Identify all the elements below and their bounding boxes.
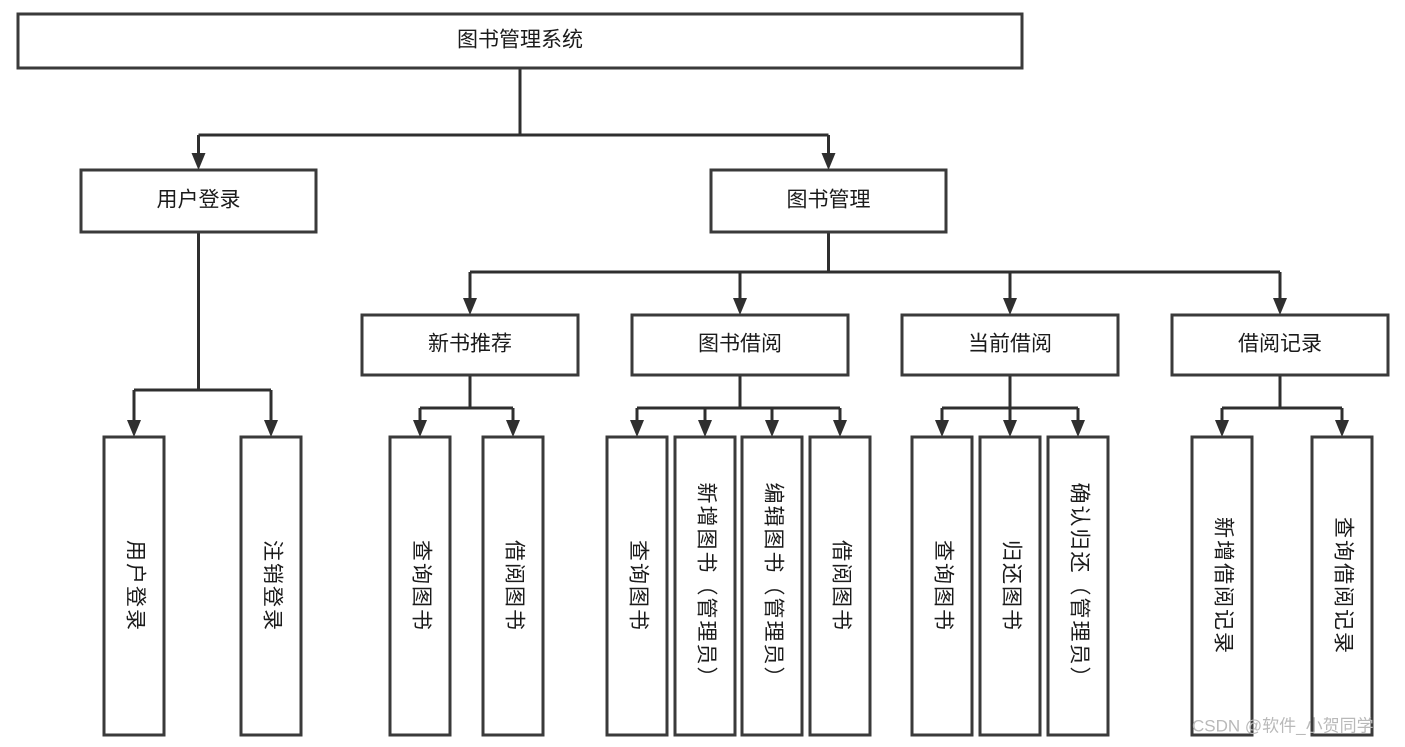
arrow-icon-current-borrow — [1003, 298, 1017, 315]
node-label-leaf-user-login: 用户登录 — [123, 540, 146, 632]
node-label-leaf-logout-login: 注销登录 — [260, 540, 283, 632]
arrow-icon-leaf-return-book — [1003, 420, 1017, 437]
node-leaf-logout-login[interactable]: 注销登录 — [239, 435, 303, 737]
csdn-watermark: CSDN @软件_小贺同学 — [1192, 716, 1374, 735]
node-box-leaf-user-login — [102, 435, 166, 737]
node-leaf-borrow-book[interactable]: 借阅图书 — [808, 435, 872, 737]
node-label-leaf-confirm-return-admin: 确认归还（管理员） — [1067, 483, 1090, 690]
node-label-new-book-recommend: 新书推荐 — [428, 333, 512, 356]
arrow-icon-leaf-add-borrow-record — [1215, 420, 1229, 437]
node-label-current-borrow: 当前借阅 — [968, 333, 1052, 356]
node-label-leaf-edit-book-admin: 编辑图书（管理员） — [761, 483, 784, 690]
node-box-leaf-edit-book-admin — [740, 435, 804, 737]
node-leaf-user-login[interactable]: 用户登录 — [102, 435, 166, 737]
node-box-leaf-borrow-book-recommend — [481, 435, 545, 737]
arrow-icon-leaf-query-book-borrow — [630, 420, 644, 437]
node-box-user-login — [79, 168, 318, 234]
node-label-book-borrow: 图书借阅 — [698, 333, 782, 356]
node-leaf-return-book[interactable]: 归还图书 — [978, 435, 1042, 737]
arrow-icon-leaf-query-book-current — [935, 420, 949, 437]
arrow-icon-leaf-user-login — [127, 420, 141, 437]
node-leaf-query-book-current[interactable]: 查询图书 — [910, 435, 974, 737]
connector-layer — [127, 68, 1349, 437]
arrow-icon-leaf-edit-book-admin — [765, 420, 779, 437]
node-box-new-book-recommend — [360, 313, 580, 377]
node-book-management[interactable]: 图书管理 — [709, 168, 948, 234]
node-leaf-query-book-borrow[interactable]: 查询图书 — [605, 435, 669, 737]
node-label-leaf-return-book: 归还图书 — [999, 540, 1022, 632]
arrow-icon-leaf-add-book-admin — [698, 420, 712, 437]
node-box-leaf-query-borrow-record — [1310, 435, 1374, 737]
node-box-leaf-logout-login — [239, 435, 303, 737]
node-leaf-add-borrow-record[interactable]: 新增借阅记录 — [1190, 435, 1254, 737]
node-book-borrow[interactable]: 图书借阅 — [630, 313, 850, 377]
node-label-leaf-add-borrow-record: 新增借阅记录 — [1211, 517, 1234, 655]
node-borrow-records[interactable]: 借阅记录 — [1170, 313, 1390, 377]
node-user-login[interactable]: 用户登录 — [79, 168, 318, 234]
node-label-leaf-add-book-admin: 新增图书（管理员） — [694, 483, 717, 690]
arrow-icon-leaf-logout-login — [264, 420, 278, 437]
node-box-leaf-return-book — [978, 435, 1042, 737]
node-new-book-recommend[interactable]: 新书推荐 — [360, 313, 580, 377]
node-label-user-login: 用户登录 — [157, 189, 241, 212]
node-box-current-borrow — [900, 313, 1120, 377]
arrow-icon-leaf-query-borrow-record — [1335, 420, 1349, 437]
node-label-root: 图书管理系统 — [457, 29, 583, 52]
arrow-icon-book-management — [821, 153, 836, 170]
node-label-leaf-query-book-current: 查询图书 — [931, 540, 954, 632]
node-label-leaf-query-book-recommend: 查询图书 — [409, 540, 432, 632]
node-label-leaf-borrow-book: 借阅图书 — [829, 540, 852, 632]
node-label-leaf-query-book-borrow: 查询图书 — [626, 540, 649, 632]
node-box-book-borrow — [630, 313, 850, 377]
arrow-icon-leaf-confirm-return-admin — [1071, 420, 1085, 437]
arrow-icon-user-login — [191, 153, 206, 170]
node-leaf-add-book-admin[interactable]: 新增图书（管理员） — [673, 435, 737, 737]
node-leaf-edit-book-admin[interactable]: 编辑图书（管理员） — [740, 435, 804, 737]
node-box-root — [16, 12, 1024, 70]
node-label-borrow-records: 借阅记录 — [1238, 333, 1322, 356]
node-box-leaf-confirm-return-admin — [1046, 435, 1110, 737]
node-leaf-query-book-recommend[interactable]: 查询图书 — [388, 435, 452, 737]
arrow-icon-leaf-query-book-recommend — [413, 420, 427, 437]
node-box-book-management — [709, 168, 948, 234]
node-box-leaf-add-book-admin — [673, 435, 737, 737]
node-box-leaf-add-borrow-record — [1190, 435, 1254, 737]
node-box-leaf-query-book-current — [910, 435, 974, 737]
node-box-leaf-borrow-book — [808, 435, 872, 737]
node-label-leaf-query-borrow-record: 查询借阅记录 — [1331, 517, 1354, 655]
node-leaf-query-borrow-record[interactable]: 查询借阅记录 — [1310, 435, 1374, 737]
arrow-icon-leaf-borrow-book — [833, 420, 847, 437]
node-label-leaf-borrow-book-recommend: 借阅图书 — [502, 540, 525, 632]
arrow-icon-leaf-borrow-book-recommend — [506, 420, 520, 437]
arrow-icon-borrow-records — [1273, 298, 1287, 315]
node-root[interactable]: 图书管理系统 — [16, 12, 1024, 70]
node-layer: 图书管理系统用户登录图书管理新书推荐图书借阅当前借阅借阅记录用户登录注销登录查询… — [16, 12, 1390, 737]
arrow-icon-book-borrow — [733, 298, 747, 315]
node-current-borrow[interactable]: 当前借阅 — [900, 313, 1120, 377]
node-box-borrow-records — [1170, 313, 1390, 377]
node-box-leaf-query-book-recommend — [388, 435, 452, 737]
node-label-book-management: 图书管理 — [787, 189, 871, 212]
node-leaf-confirm-return-admin[interactable]: 确认归还（管理员） — [1046, 435, 1110, 737]
node-box-leaf-query-book-borrow — [605, 435, 669, 737]
node-leaf-borrow-book-recommend[interactable]: 借阅图书 — [481, 435, 545, 737]
arrow-icon-new-book-recommend — [463, 298, 477, 315]
